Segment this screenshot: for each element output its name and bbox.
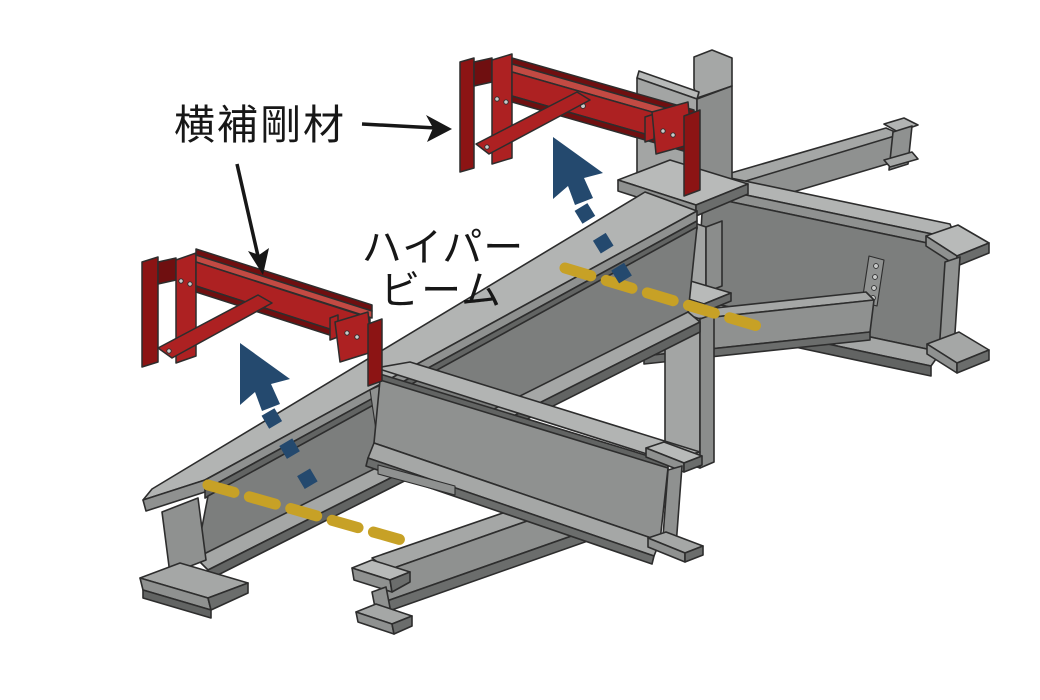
callout-arrow-down-shaft [235,163,260,257]
navy-arrowhead-right [553,137,603,205]
restraint-line-right [559,262,763,332]
callout-arrows [235,115,452,275]
callout-arrow-right-shaft [361,122,437,130]
restraint-line-dashes [202,262,763,547]
navy-arrows [240,137,639,494]
restraint-line-left [202,479,411,547]
hyper-beam-label-line2: ビーム [380,269,502,313]
cross-beam [365,361,704,565]
navy-arrow-left-dashes [261,408,321,494]
labels: 横補剛材 ハイパー ビーム [174,102,524,313]
lateral-stiffener-bracket-upper [459,53,701,197]
navy-arrowhead-left [240,343,290,411]
stiffener-label: 横補剛材 [174,102,346,148]
navy-arrow-right-dashes [574,203,639,294]
callout-arrow-down-head [248,248,269,275]
hyper-beam-label-line1: ハイパー [362,226,524,270]
lateral-stiffener-bracket-lower [141,248,383,387]
callout-arrow-right-head [426,115,452,142]
